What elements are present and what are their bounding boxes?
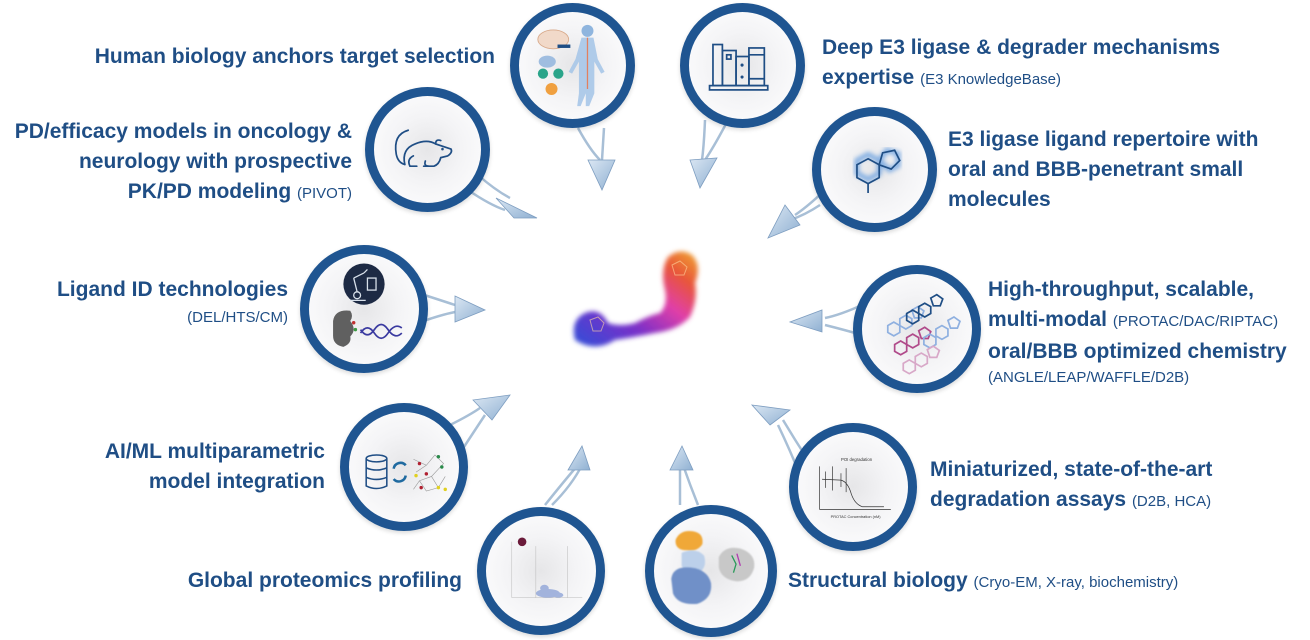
database-network-icon — [365, 454, 447, 492]
arrow-head — [750, 404, 792, 426]
arrow-head — [567, 445, 591, 471]
arrow-head — [767, 204, 801, 239]
label-structural: Structural biology (Cryo-EM, X-ray, bioc… — [788, 569, 1179, 592]
arrow-head — [689, 157, 718, 189]
label-proteomics: Global proteomics profiling — [187, 569, 462, 592]
molecule-icon — [854, 147, 901, 194]
circle-assays: POI degradation PROTAC Concentration (nM… — [789, 423, 917, 551]
arrow-head — [587, 159, 616, 191]
human-body-icon — [537, 24, 605, 107]
circle-ligand-id — [300, 245, 428, 373]
dose-response-chart-icon: POI degradation PROTAC Concentration (nM… — [819, 457, 891, 519]
circle-ai-ml — [340, 403, 468, 531]
circle-e3-expertise — [680, 3, 805, 128]
label-e3-expertise: Deep E3 ligase & degrader mechanisms exp… — [822, 36, 1221, 89]
arrow-connector — [576, 127, 601, 161]
robot-arm-dna-icon — [333, 263, 403, 347]
circle-human-biology — [510, 3, 635, 128]
arrow-head — [495, 197, 538, 219]
chemistry-chains-icon — [886, 293, 962, 375]
label-assays: Miniaturized, state-of-the-art degradati… — [930, 458, 1213, 511]
label-pd-efficacy: PD/efficacy models in oncology & neurolo… — [14, 120, 352, 203]
arrow-head — [454, 295, 487, 323]
mouse-icon — [394, 129, 453, 168]
bookshelf-icon — [708, 43, 769, 91]
arrow-head — [788, 309, 823, 333]
assay-chart-title: POI degradation — [841, 457, 873, 462]
circle-e3-ligand — [812, 107, 937, 232]
volcano-plot-icon — [511, 537, 583, 598]
protein-structure-icon — [671, 531, 755, 605]
arrow-head — [669, 445, 694, 471]
label-human-biology: Human biology anchors target selection — [94, 45, 495, 68]
label-e3-ligand: E3 ligase ligand repertoire with oral an… — [948, 128, 1259, 211]
circle-proteomics — [477, 507, 605, 635]
assay-chart-xlabel: PROTAC Concentration (nM) — [831, 515, 882, 519]
circle-structural — [645, 505, 777, 637]
label-ligand-id: Ligand ID technologies (DEL/HTS/CM) — [56, 278, 288, 326]
label-high-throughput: High-throughput, scalable, multi-modal (… — [988, 278, 1287, 386]
arrow-head — [472, 394, 511, 421]
circle-high-throughput — [853, 265, 981, 393]
circle-pd-efficacy — [365, 87, 490, 212]
protac-molecule-image — [573, 251, 698, 347]
label-ai-ml: AI/ML multiparametric model integration — [104, 440, 325, 493]
